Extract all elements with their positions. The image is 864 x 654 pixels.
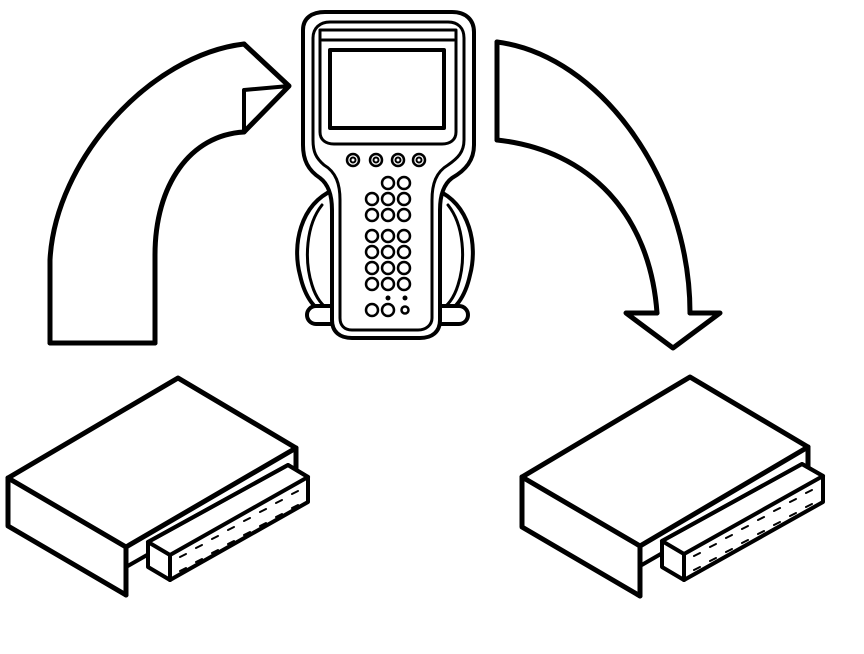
connector-pins bbox=[179, 490, 299, 572]
handheld-scan-tool-icon bbox=[295, 10, 476, 340]
control-module-icon bbox=[5, 375, 310, 598]
control-module-icon bbox=[519, 374, 825, 599]
keypad bbox=[364, 175, 412, 318]
curved-arrow-down-right-icon bbox=[494, 39, 723, 351]
curved-arrow-up-right-icon bbox=[47, 41, 292, 346]
connector-pins bbox=[693, 489, 813, 571]
